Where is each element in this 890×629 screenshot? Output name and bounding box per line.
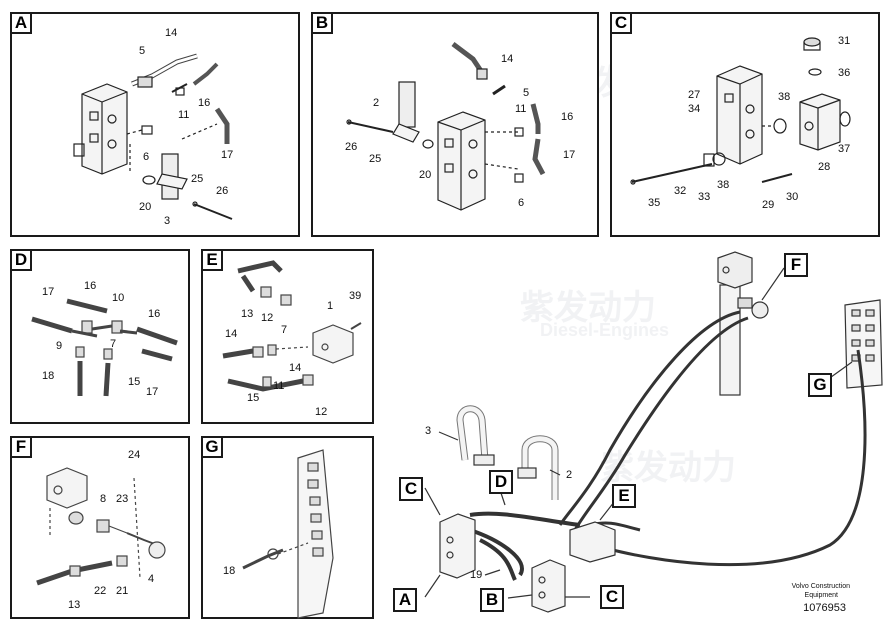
item-number: 15 xyxy=(247,392,260,404)
item-number: 36 xyxy=(838,67,851,79)
item-number: 7 xyxy=(110,338,117,350)
panel-label: G xyxy=(201,436,223,458)
callout-d[interactable]: D xyxy=(489,470,513,494)
item-number: 12 xyxy=(315,406,328,418)
item-number: 8 xyxy=(100,493,107,505)
item-number: 13 xyxy=(241,308,254,320)
watermark-en: Diesel-Engines xyxy=(540,320,670,340)
item-number: 17 xyxy=(146,386,159,398)
item-number: 5 xyxy=(139,45,146,57)
item-number: 39 xyxy=(349,290,362,302)
item-number: 21 xyxy=(116,585,129,597)
watermark-cn: 紫发动力 xyxy=(600,449,736,487)
panel-label: A xyxy=(10,12,32,34)
item-number: 16 xyxy=(561,111,574,123)
item-number: 2 xyxy=(566,469,573,481)
item-number: 11 xyxy=(515,103,527,115)
item-number: 35 xyxy=(648,197,661,209)
item-number: 24 xyxy=(128,449,141,461)
item-number: 16 xyxy=(198,97,211,109)
item-number: 17 xyxy=(563,149,576,161)
item-number: 31 xyxy=(838,35,851,47)
footer-brand: Volvo Construction xyxy=(791,583,850,590)
item-number: 16 xyxy=(148,308,161,320)
callout-e[interactable]: E xyxy=(612,484,636,508)
item-number: 19 xyxy=(470,569,483,581)
item-number: 14 xyxy=(165,27,178,39)
item-number: 17 xyxy=(221,149,234,161)
item-number: 3 xyxy=(425,425,432,437)
panel-c-drawing xyxy=(630,37,851,185)
item-number: 6 xyxy=(143,151,150,163)
callout-g[interactable]: G xyxy=(808,373,832,397)
item-number: 33 xyxy=(698,191,711,203)
item-number: 25 xyxy=(369,153,382,165)
item-number: 11 xyxy=(178,109,190,121)
panel-f: F 24 8 23 22 21 4 13 xyxy=(10,436,190,619)
item-number: 14 xyxy=(501,53,514,65)
item-number: 18 xyxy=(223,565,236,577)
item-number: 2 xyxy=(373,97,380,109)
item-number: 11 xyxy=(273,380,285,392)
panel-label: B xyxy=(311,12,333,34)
item-number: 17 xyxy=(42,286,55,298)
panel-g-drawing xyxy=(242,449,334,619)
item-number: 16 xyxy=(84,280,97,292)
item-number: 14 xyxy=(289,362,302,374)
item-number: 4 xyxy=(148,573,155,585)
item-number: 15 xyxy=(128,376,141,388)
panel-a-drawing xyxy=(73,53,233,220)
item-number: 7 xyxy=(281,324,288,336)
panel-d: D 17 16 10 16 9 7 18 15 17 xyxy=(10,249,190,424)
panel-c: C xyxy=(610,12,880,237)
item-number: 18 xyxy=(42,370,55,382)
panel-e-drawing xyxy=(222,260,362,392)
item-number: 23 xyxy=(116,493,129,505)
item-number: 25 xyxy=(191,173,204,185)
callout-f[interactable]: F xyxy=(784,253,808,277)
panel-d-drawing xyxy=(31,298,178,397)
callout-a[interactable]: A xyxy=(393,588,417,612)
item-number: 1 xyxy=(327,300,334,312)
item-number: 3 xyxy=(164,215,171,227)
panel-label: E xyxy=(201,249,223,271)
item-number: 37 xyxy=(838,143,851,155)
panel-label: F xyxy=(10,436,32,458)
callout-c-top[interactable]: C xyxy=(399,477,423,501)
item-number: 27 xyxy=(688,89,701,101)
item-number: 30 xyxy=(786,191,799,203)
item-number: 9 xyxy=(56,340,63,352)
item-number: 5 xyxy=(523,87,530,99)
item-number: 10 xyxy=(112,292,125,304)
item-number: 26 xyxy=(345,141,358,153)
item-number: 38 xyxy=(778,91,791,103)
panel-f-drawing xyxy=(36,467,166,586)
panel-label: D xyxy=(10,249,32,271)
item-number: 26 xyxy=(216,185,229,197)
panel-a: A xyxy=(10,12,300,237)
footer-sub: Equipment xyxy=(804,592,838,599)
callout-c-bottom[interactable]: C xyxy=(600,585,624,609)
panel-b-drawing xyxy=(346,42,546,211)
item-number: 6 xyxy=(518,197,525,209)
item-number: 29 xyxy=(762,199,775,211)
panel-g: G 18 xyxy=(201,436,374,619)
item-number: 38 xyxy=(717,179,730,191)
watermark-cn: 紫发动力 xyxy=(520,289,656,327)
item-number: 32 xyxy=(674,185,687,197)
item-number: 34 xyxy=(688,103,701,115)
item-number: 14 xyxy=(225,328,238,340)
item-number: 22 xyxy=(94,585,107,597)
item-number: 20 xyxy=(139,201,152,213)
callout-b[interactable]: B xyxy=(480,588,504,612)
panel-e: E 13 39 1 14 12 7 11 14 15 12 xyxy=(201,249,374,424)
item-number: 20 xyxy=(419,169,432,181)
item-number: 13 xyxy=(68,599,81,611)
part-number: 1076953 xyxy=(803,602,846,614)
panel-label: C xyxy=(610,12,632,34)
item-number: 12 xyxy=(261,312,274,324)
item-number: 28 xyxy=(818,161,831,173)
panel-b: B xyxy=(311,12,599,237)
